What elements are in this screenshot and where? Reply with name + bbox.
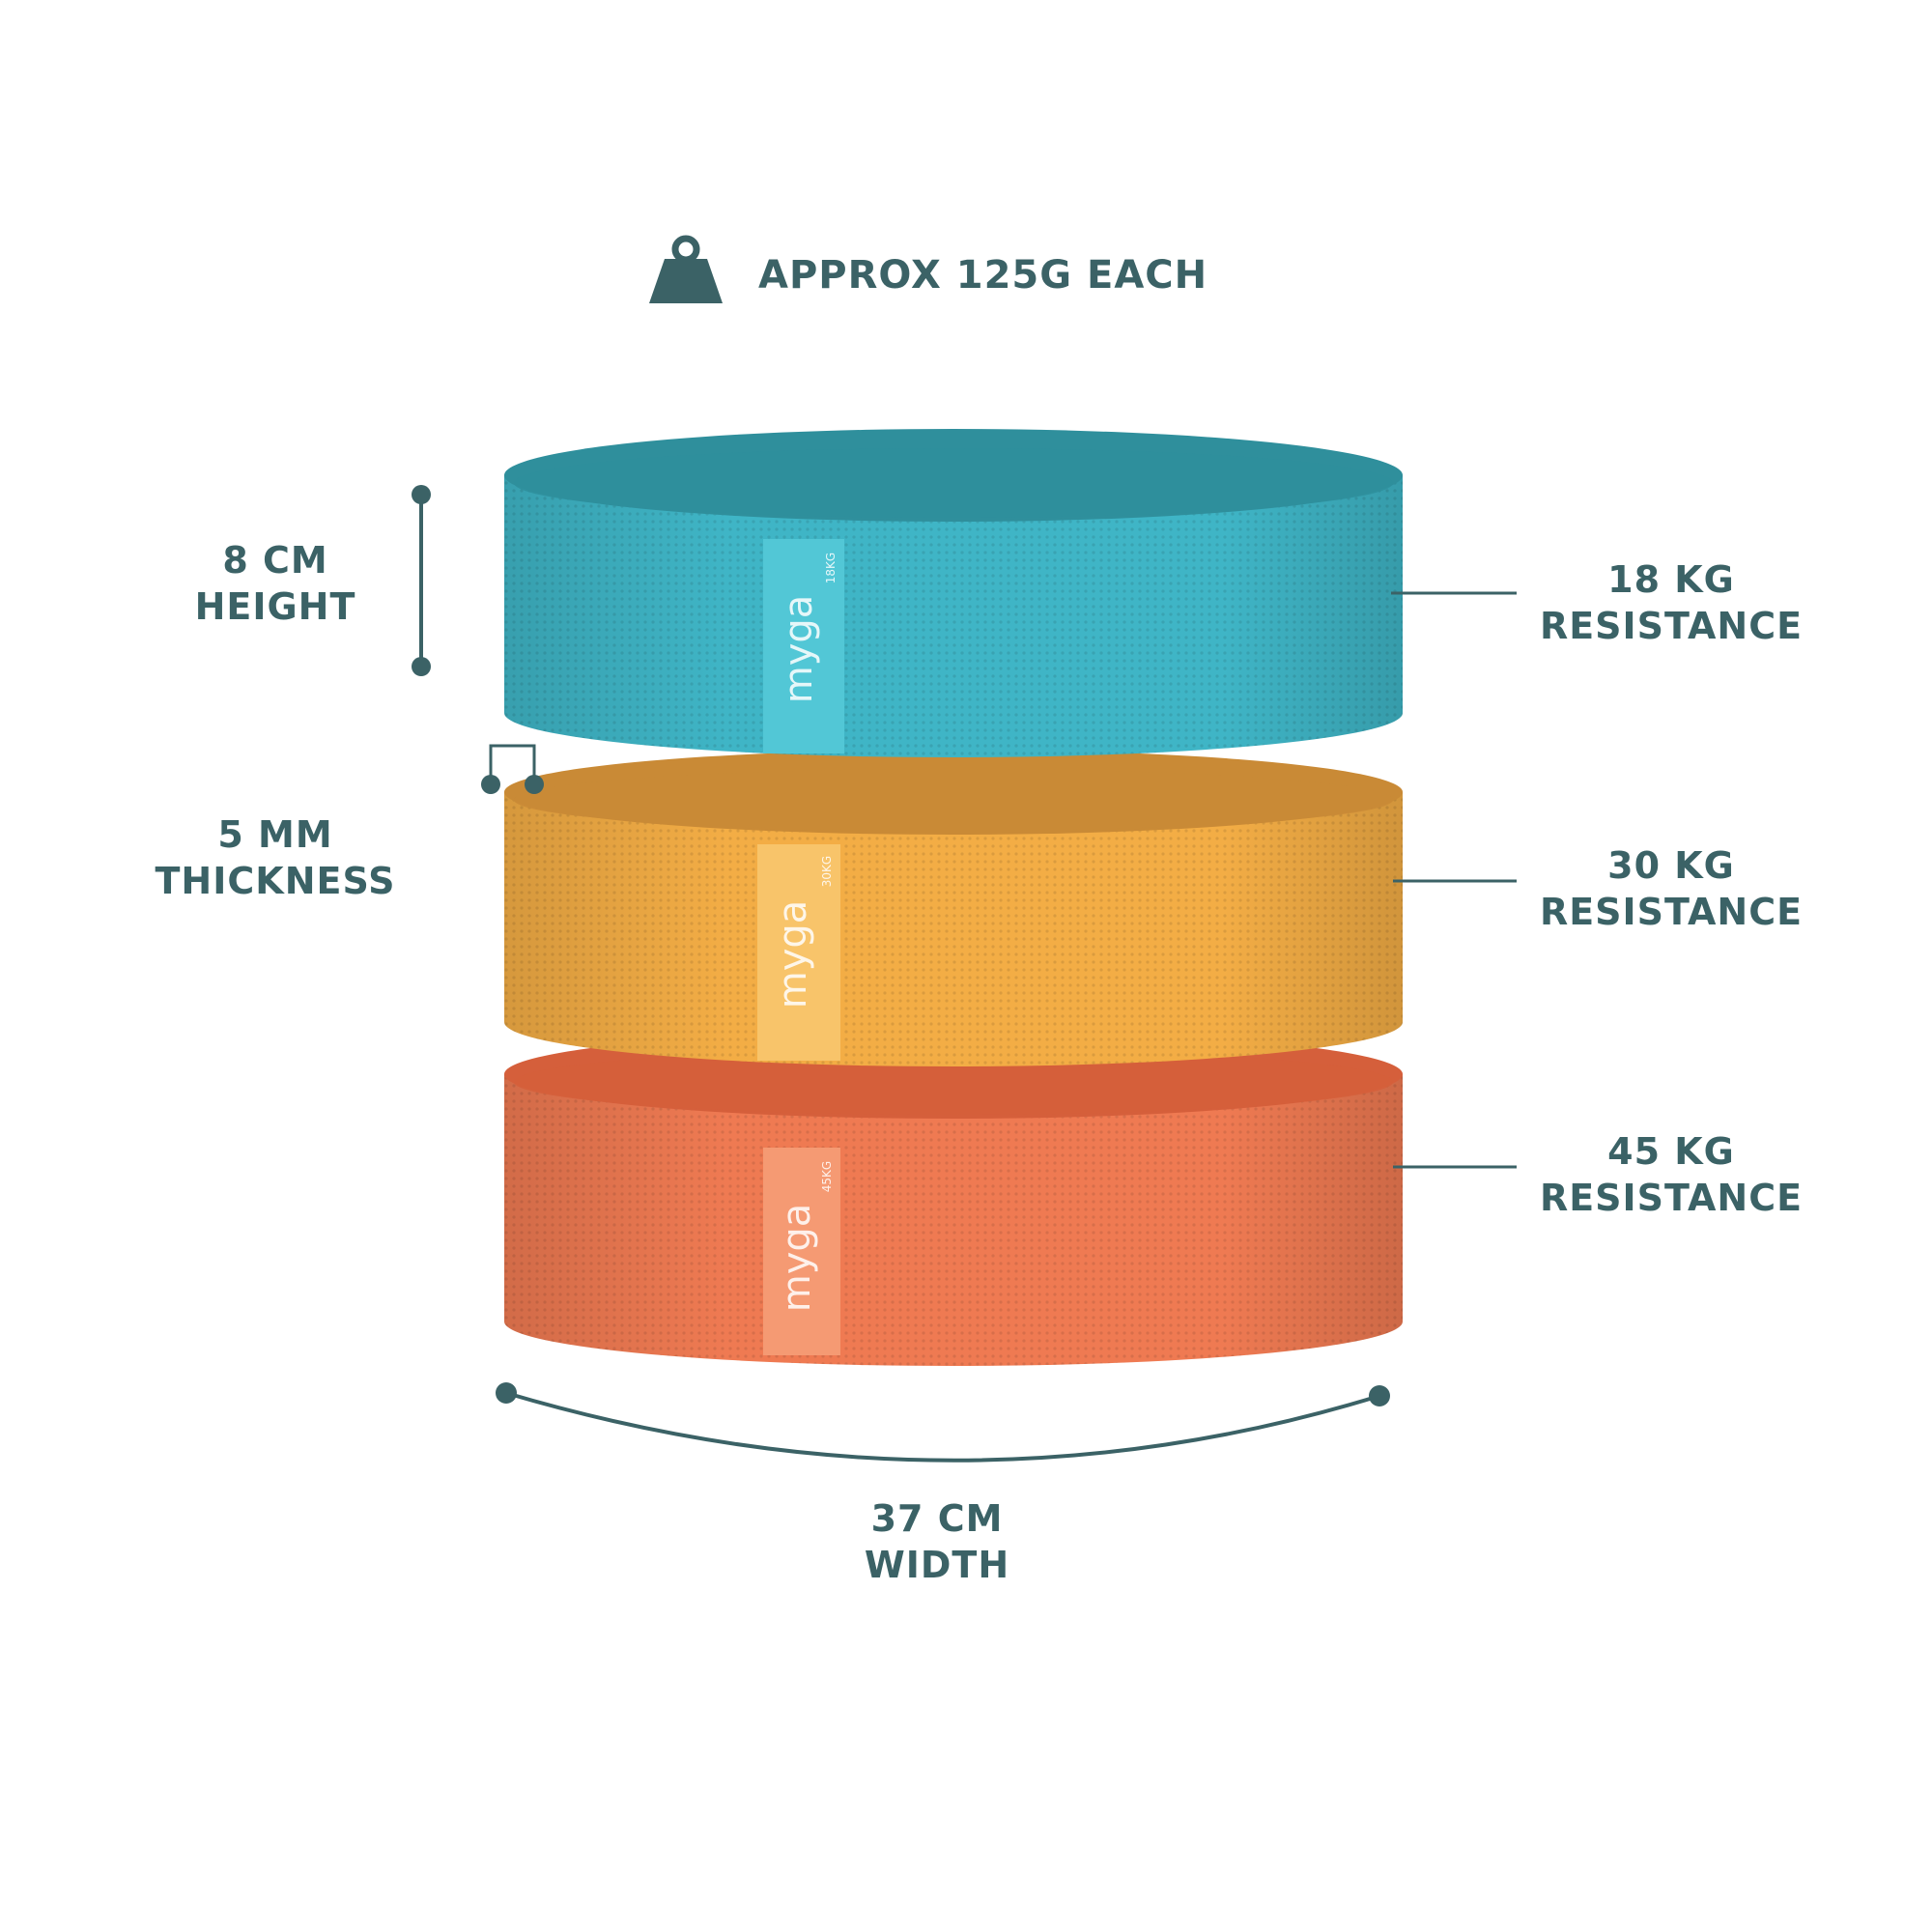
- resistance-label-45kg: 45 KG RESISTANCE: [1526, 1128, 1816, 1221]
- band-tag-brand: myga: [775, 1204, 819, 1313]
- thickness-value: 5 MM: [217, 813, 333, 856]
- width-label: 37 CM WIDTH: [811, 1495, 1063, 1588]
- band-tag-value: 18KG: [824, 553, 838, 583]
- weight-icon: [649, 235, 723, 303]
- resistance-caption: RESISTANCE: [1539, 1177, 1804, 1219]
- thickness-caption: THICKNESS: [155, 860, 396, 902]
- resistance-caption: RESISTANCE: [1539, 891, 1804, 933]
- band-30kg: myga 30KG: [504, 750, 1403, 1066]
- height-value: 8 CM: [222, 539, 328, 582]
- weight-label: APPROX 125G EACH: [758, 253, 1208, 298]
- resistance-value: 18 KG: [1607, 558, 1735, 601]
- height-caption: HEIGHT: [194, 585, 356, 628]
- band-18kg: myga 18KG: [504, 429, 1403, 757]
- thickness-indicator: [481, 744, 544, 794]
- height-indicator: [412, 485, 431, 676]
- thickness-label: 5 MM THICKNESS: [135, 811, 415, 904]
- band-tag-value: 45KG: [820, 1161, 834, 1192]
- resistance-label-18kg: 18 KG RESISTANCE: [1526, 556, 1816, 649]
- width-value: 37 CM: [870, 1497, 1004, 1540]
- width-caption: WIDTH: [864, 1544, 1010, 1586]
- band-tag-brand: myga: [777, 595, 821, 704]
- width-indicator: [496, 1382, 1390, 1463]
- height-label: 8 CM HEIGHT: [174, 537, 377, 630]
- resistance-caption: RESISTANCE: [1539, 605, 1804, 647]
- resistance-value: 30 KG: [1607, 844, 1735, 887]
- band-45kg: myga 45KG: [504, 1030, 1403, 1366]
- band-tag-brand: myga: [771, 900, 815, 1009]
- band-tag-value: 30KG: [820, 856, 834, 887]
- resistance-label-30kg: 30 KG RESISTANCE: [1526, 842, 1816, 935]
- resistance-value: 45 KG: [1607, 1130, 1735, 1173]
